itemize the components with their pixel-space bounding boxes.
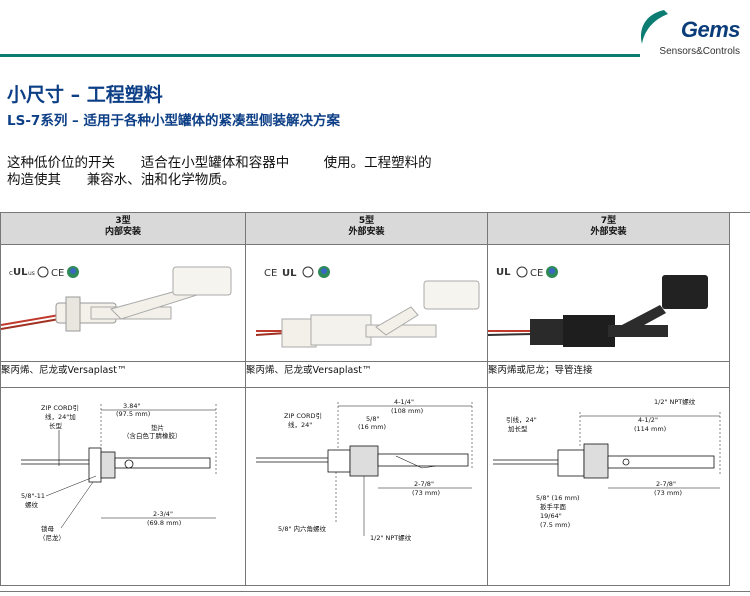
dim-label: (114 mm) [634,425,666,433]
svg-text:CE: CE [51,268,64,279]
dim-label: ZIP CORD引 [41,403,79,412]
dimension-drawing-type3: ZIP CORD引 线，24"加 长型 3.84" (97.5 mm) 垫片 （… [0,387,246,586]
mount-label: 外部安装 [590,227,627,237]
svg-text:CE: CE [264,268,277,279]
certification-icons: UL CE [496,266,558,279]
type3-drawing: ZIP CORD引 线，24"加 长型 3.84" (97.5 mm) 垫片 （… [21,402,217,542]
material-description: 聚丙烯、尼龙或Versaplast™ [0,361,246,388]
dimension-drawing-type5: 4-1/4" (108 mm) 5/8" (16 mm) ZIP CORD引 线… [245,387,488,586]
dim-label: 2-7/8" [414,480,434,488]
type-label: 3型 [115,216,131,226]
dim-label: (73 mm) [412,489,440,497]
dim-label: (16 mm) [358,423,386,431]
dim-label: （尼龙） [39,533,65,542]
product-photo-type3: c UL us CE [0,244,246,362]
dim-label: 4-1/4" [394,398,414,406]
type5-switch-image: CE UL [255,266,480,348]
gems-logo: Gems Sensors&Controls [634,4,744,57]
mount-label: 内部安装 [104,227,141,237]
svg-text:CE: CE [530,268,543,279]
svg-text:UL: UL [496,267,511,278]
column-header-type3: 3型 内部安装 [0,212,246,245]
intro-paragraph: 这种低价位的开关 适合在小型罐体和容器中 使用。工程塑料的 构造使其 兼容水、油… [7,155,432,188]
type3-switch-image: c UL us CE [0,266,232,332]
dim-label: 3.84" [123,402,140,410]
material-description: 聚丙烯、尼龙或Versaplast™ [245,361,488,388]
dim-label: 长型 [49,421,63,430]
table-right-margin [729,212,750,593]
dim-label: (69.8 mm) [147,519,181,527]
dim-label: 引线，24" [506,415,537,424]
svg-text:c: c [9,269,13,277]
mount-label: 外部安装 [348,227,385,237]
dim-label: (97.5 mm) [116,410,150,418]
dim-label: 5/8" [366,415,379,423]
type-label: 5型 [358,216,375,226]
svg-text:UL: UL [282,268,297,279]
product-table: 3型 内部安装 5型 外部安装 7型 外部安装 c UL us CE [0,212,730,586]
certification-icons: CE UL [264,266,330,279]
dim-label: （含白色丁腈橡胶） [123,431,182,440]
type7-drawing: 1/2" NPT螺纹 4-1/2" (114 mm) 引线，24" 加长型 5/… [493,397,721,529]
dim-label: 螺纹 [25,500,39,509]
dim-label: 线，24" [288,420,312,429]
dim-label: 2-7/8" [656,480,676,488]
bottom-rule [0,591,750,592]
dim-label: 1/2" NPT螺纹 [654,397,696,406]
dim-label: (7.5 mm) [540,521,570,529]
svg-text:UL: UL [13,267,28,278]
svg-text:us: us [28,270,35,277]
dim-label: ZIP CORD引 [284,411,322,420]
certification-icons: c UL us CE [9,266,79,279]
dim-label: 5/8" (16 mm) [536,494,580,502]
dim-label: 加长型 [508,424,528,433]
page-title: 小尺寸 – 工程塑料 [7,84,163,106]
material-description: 聚丙烯或尼龙；导管连接 [487,361,730,388]
type7-switch-image: UL CE [487,266,708,347]
dim-label: 线，24"加 [45,412,76,421]
dimension-drawing-type7: 1/2" NPT螺纹 4-1/2" (114 mm) 引线，24" 加长型 5/… [487,387,730,586]
dim-label: 5/8"-11 [21,492,45,500]
page-subtitle: LS-7系列 – 适用于各种小型罐体的紧凑型侧装解决方案 [7,113,340,129]
dim-label: 5/8" 内六角螺纹 [278,524,327,533]
dim-label: 垫片 [151,423,164,432]
product-photo-type5: CE UL [245,244,488,362]
column-header-type7: 7型 外部安装 [487,212,730,245]
dim-label: 锁母 [41,524,55,533]
dim-label: 19/64" [540,512,562,520]
dim-label: 2-3/4" [153,510,173,518]
type-label: 7型 [600,216,617,226]
gems-swoosh-icon [640,10,668,44]
dim-label: (73 mm) [654,489,682,497]
brand-name: Gems [680,17,741,42]
dim-label: 扳手平面 [540,502,567,511]
dim-label: (108 mm) [391,407,423,415]
type5-drawing: 4-1/4" (108 mm) 5/8" (16 mm) ZIP CORD引 线… [256,398,473,542]
dim-label: 1/2" NPT螺纹 [370,533,412,542]
brand-tagline: Sensors&Controls [659,46,740,57]
product-photo-type7: UL CE [487,244,730,362]
column-header-type5: 5型 外部安装 [245,212,488,245]
header-rule [0,54,640,57]
dim-label: 4-1/2" [638,416,658,424]
